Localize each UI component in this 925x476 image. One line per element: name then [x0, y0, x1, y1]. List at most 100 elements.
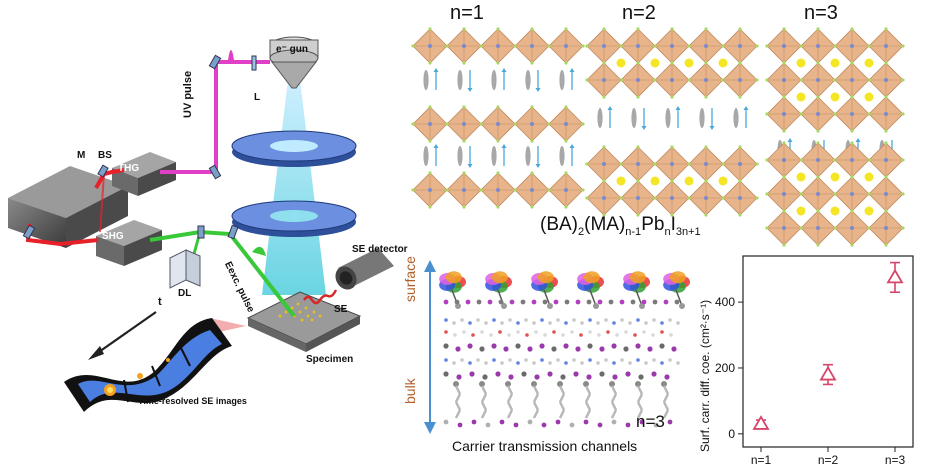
ma-cation — [718, 176, 728, 186]
octahedron — [799, 141, 837, 179]
bulk-atom — [513, 422, 519, 428]
bulk-atom — [652, 318, 656, 322]
bulk-atom — [612, 374, 618, 380]
octahedron — [547, 171, 585, 209]
surface-atom — [564, 299, 570, 305]
bulk-atom — [644, 361, 648, 365]
bulk-atom — [527, 346, 533, 352]
bulk-atom — [541, 422, 547, 428]
bulk-atom — [444, 330, 448, 334]
bulk-atom — [580, 321, 584, 325]
bulk-atom — [644, 321, 648, 325]
green-beam — [149, 229, 296, 318]
bulk-atom — [462, 330, 466, 334]
bulk-atom — [560, 374, 566, 380]
surface-atom — [465, 299, 471, 305]
bulk-atom — [457, 422, 463, 428]
bulk-atom — [563, 343, 569, 349]
bulk-atom — [651, 333, 655, 337]
y-tick-label: 400 — [715, 295, 735, 309]
lens-disc-upper — [231, 130, 357, 167]
octahedron — [653, 179, 691, 217]
bulk-atom — [570, 330, 574, 334]
bulk-atom — [539, 343, 545, 349]
bulk-atom — [547, 371, 553, 377]
spacer-arrow-head — [569, 68, 575, 72]
ba-spacer — [559, 146, 565, 166]
ma-cation — [718, 58, 728, 68]
chart-frame — [742, 255, 914, 448]
surface-atom — [630, 299, 636, 305]
bulk-atom — [489, 333, 493, 337]
specimen-label: Specimen — [306, 354, 354, 365]
surface-atom — [597, 299, 603, 305]
bulk-atom — [599, 371, 605, 377]
bulk-atom — [534, 374, 540, 380]
octahedron — [687, 61, 725, 99]
surface-orbital — [485, 271, 512, 309]
bulk-atom — [524, 358, 528, 362]
ba-spacer — [525, 70, 531, 90]
bulk-atom — [572, 358, 576, 362]
triangle-marker — [819, 365, 837, 381]
ba-spacer — [733, 108, 739, 128]
bulk-atom — [476, 358, 480, 362]
shg-label: SHG — [102, 231, 124, 242]
surface-orbital — [577, 271, 604, 309]
octahedron — [479, 105, 517, 143]
spacer-arrow-head — [433, 68, 439, 72]
delay-line-label: DL — [178, 288, 192, 299]
bulk-atom — [551, 346, 557, 352]
octahedron — [445, 171, 483, 209]
bulk-atom — [444, 358, 448, 362]
surface-atom — [443, 299, 449, 305]
ma-cation — [616, 58, 626, 68]
octahedron — [585, 179, 623, 217]
octahedron — [833, 27, 871, 65]
bulk-atom — [508, 318, 512, 322]
x-tick-label: n=1 — [751, 453, 772, 467]
bulk-atom — [484, 361, 488, 365]
octahedron — [765, 95, 803, 133]
bulk-atom — [597, 422, 603, 428]
lens-disc-lower — [231, 200, 357, 237]
se-wave — [302, 289, 338, 305]
bulk-atom — [491, 343, 497, 349]
bulk-atom — [508, 358, 512, 362]
time-label: t — [158, 296, 162, 308]
bulk-atom — [453, 333, 457, 337]
bulk-atom — [556, 318, 560, 322]
surface-atom — [619, 299, 625, 305]
uv-beam — [160, 60, 270, 174]
channels-caption: Carrier transmission channels — [452, 438, 638, 454]
bulk-atom — [515, 343, 521, 349]
octahedron — [411, 171, 449, 209]
panel-title-n1: n=1 — [450, 2, 484, 24]
organic-chain — [505, 381, 514, 419]
data-point — [752, 415, 770, 430]
bulk-atom — [653, 422, 659, 428]
data-point — [886, 261, 904, 294]
bulk-atom — [527, 419, 533, 425]
surface-atom — [520, 299, 526, 305]
ma-cation — [684, 58, 694, 68]
ba-spacer — [423, 70, 429, 90]
bulk-atom — [540, 318, 544, 322]
bulk-atom — [659, 343, 665, 349]
x-tick-label: n=3 — [885, 453, 906, 467]
bulk-atom — [444, 318, 448, 322]
bulk-atom — [647, 346, 653, 352]
bulk-atom — [524, 318, 528, 322]
bulk-atom — [620, 318, 624, 322]
spacer-arrow-head — [607, 106, 613, 110]
bulk-atom — [495, 371, 501, 377]
bulk-atom — [540, 358, 544, 362]
spacer-arrow-head — [787, 138, 793, 142]
organic-chain — [557, 381, 566, 419]
se-label: SE — [334, 304, 348, 315]
ba-spacer — [559, 70, 565, 90]
bulk-atom — [552, 330, 556, 334]
bulk-atom — [532, 361, 536, 365]
surface-atom — [454, 299, 460, 305]
